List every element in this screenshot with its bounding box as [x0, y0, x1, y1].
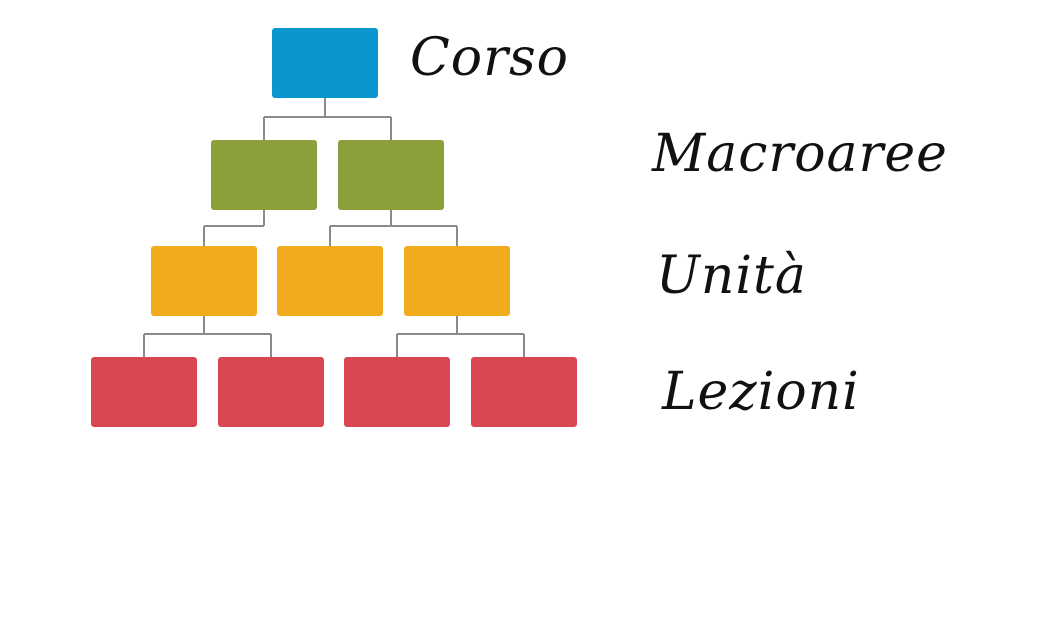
lessons-box-3 — [344, 357, 450, 427]
macroareas-box-2 — [338, 140, 444, 210]
level-label-lessons: Lezioni — [662, 362, 860, 422]
lessons-box-2 — [218, 357, 324, 427]
lessons-box-4 — [471, 357, 577, 427]
level-label-macroareas: Macroaree — [652, 124, 948, 184]
units-box-1 — [151, 246, 257, 316]
course-box-1 — [272, 28, 378, 98]
level-label-units: Unità — [656, 246, 807, 306]
connector-lines — [143, 98, 525, 357]
units-box-3 — [404, 246, 510, 316]
level-label-course: Corso — [410, 28, 569, 88]
macroareas-box-1 — [211, 140, 317, 210]
units-box-2 — [277, 246, 383, 316]
lessons-box-1 — [91, 357, 197, 427]
hierarchy-nodes — [91, 28, 577, 427]
